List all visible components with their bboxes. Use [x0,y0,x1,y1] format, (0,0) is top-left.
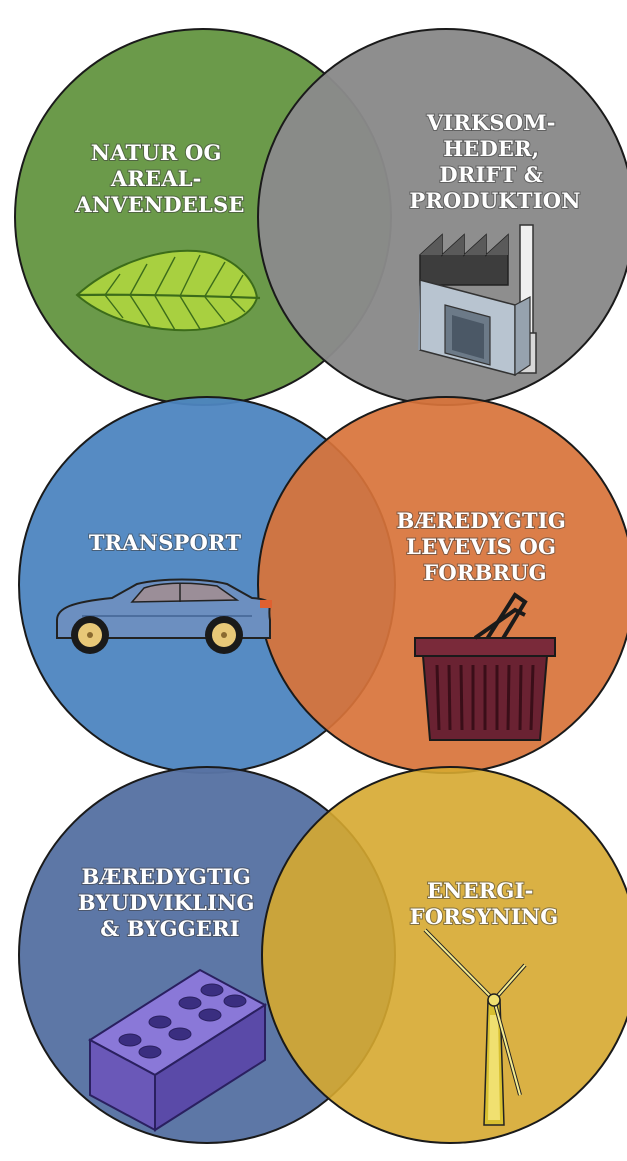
label-levevis-line: FORBRUG [423,560,547,585]
label-levevis-line: BÆREDYGTIG [397,508,566,533]
label-byudvikling: BÆREDYGTIG BYUDVIKLING & BYGGERI [78,864,262,941]
label-energi: ENERGI- FORSYNING [410,878,559,929]
label-transport: TRANSPORT [89,530,242,555]
label-transport-line: TRANSPORT [89,530,242,555]
label-byudvikling-line: BYUDVIKLING [78,890,255,915]
label-levevis: BÆREDYGTIG LEVEVIS OG FORBRUG [397,508,574,585]
label-virksomheder-line: HEDER, [443,136,539,161]
leaf-icon [75,249,261,332]
label-natur: NATUR OG AREAL- ANVENDELSE [74,140,244,217]
label-natur-line: AREAL- [110,166,202,191]
label-levevis-line: LEVEVIS OG [406,534,556,559]
label-energi-line: ENERGI- [427,878,534,903]
label-virksomheder: VIRKSOM- HEDER, DRIFT & PRODUKTION [409,110,580,213]
brick-icon [88,968,267,1132]
label-virksomheder-line: VIRKSOM- [426,110,556,135]
car-wheel-front [71,616,109,654]
shopping-basket-icon [414,592,556,741]
car-icon [56,578,272,654]
car-wheel-rear [205,616,243,654]
label-natur-line: NATUR OG [91,140,222,165]
factory-icon [418,224,537,377]
label-natur-line: ANVENDELSE [74,192,244,217]
label-virksomheder-line: DRIFT & [439,162,543,187]
label-byudvikling-line: BÆREDYGTIG [82,864,251,889]
label-energi-line: FORSYNING [410,904,559,929]
wind-turbine-icon [423,928,527,1126]
circle-energi [261,766,627,1144]
label-virksomheder-line: PRODUKTION [409,188,580,213]
label-byudvikling-line: & BYGGERI [100,916,240,941]
